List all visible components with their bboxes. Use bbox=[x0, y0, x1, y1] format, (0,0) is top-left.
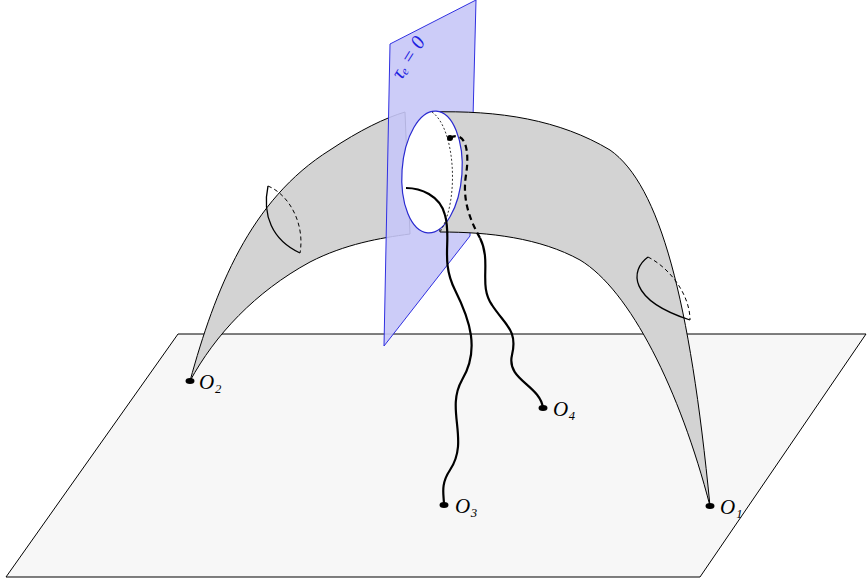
operator-label: O₄ bbox=[553, 399, 575, 420]
ground-plane bbox=[6, 334, 866, 577]
propagator bbox=[406, 188, 472, 505]
tube-right bbox=[430, 112, 710, 506]
propagator bbox=[450, 136, 480, 238]
operator-dot bbox=[706, 503, 715, 509]
cross-section bbox=[648, 257, 690, 320]
cross-section bbox=[268, 186, 301, 253]
cut-plane bbox=[384, 0, 476, 346]
operator-label: O₁ bbox=[720, 497, 742, 518]
tube-left bbox=[190, 112, 410, 381]
operator-label: O₂ bbox=[199, 372, 221, 393]
cut-ellipse bbox=[398, 109, 466, 235]
operator-dot bbox=[186, 378, 195, 384]
cut-back bbox=[432, 112, 452, 232]
operator-label: O₃ bbox=[455, 496, 477, 517]
cross-section bbox=[266, 186, 300, 253]
vertex-dot bbox=[447, 135, 453, 141]
cross-section bbox=[637, 257, 690, 320]
propagator bbox=[480, 238, 543, 408]
operator-dot bbox=[440, 502, 449, 508]
operator-dot bbox=[539, 405, 548, 411]
